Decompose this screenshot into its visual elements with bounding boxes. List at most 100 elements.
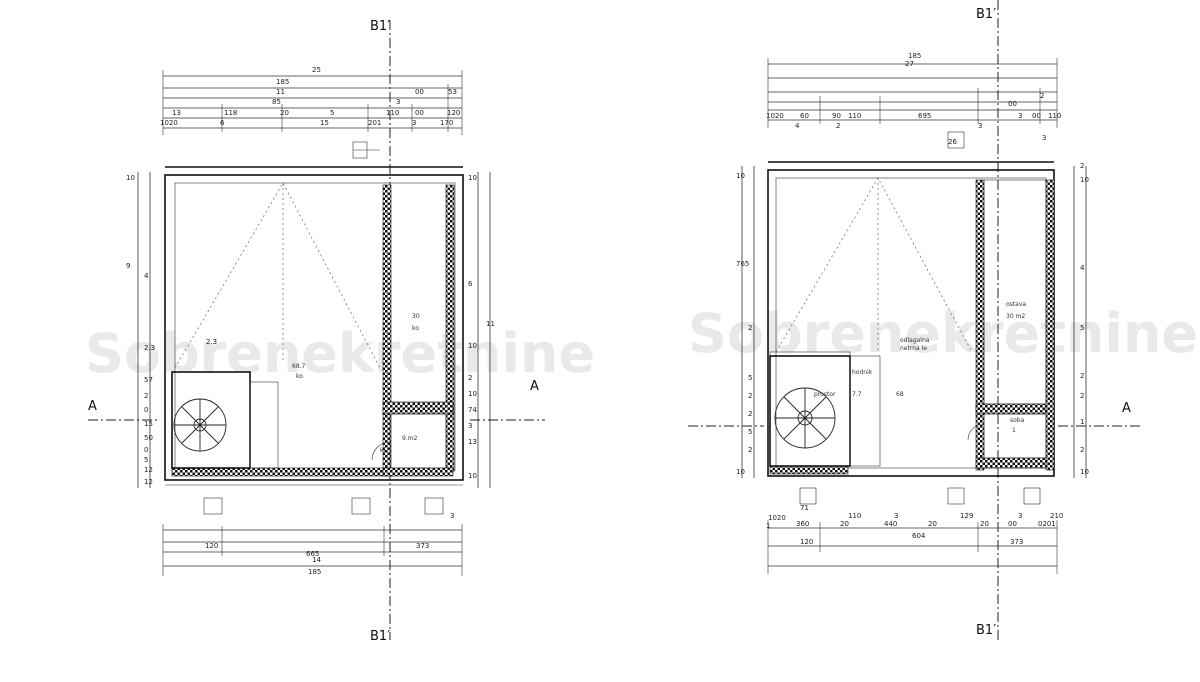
spiral-stair-left (173, 398, 227, 452)
left-dim-1: 10 (126, 174, 135, 182)
r-bottom-dim-1l: 0201 (1038, 520, 1056, 528)
r-room-area-4: 1 (1012, 427, 1016, 434)
r-bottom-dim-1b: 360 (796, 520, 809, 528)
room-name-bath: kl (380, 447, 385, 454)
room-name-main: ko (296, 373, 303, 380)
top-dim-6c: 15 (320, 119, 329, 127)
r-right-dim-9: 10 (1080, 468, 1089, 476)
r-right-dim-8: 2 (1080, 446, 1084, 454)
r-bottom-dim-2a: 120 (800, 538, 813, 546)
r-right-dim-3: 4 (1080, 264, 1085, 272)
section-top-label: B1′ (370, 19, 390, 34)
room-area-storage: 30 (412, 313, 420, 320)
r-bottom-dim-1f: 3 (894, 512, 898, 520)
left-dim-11: 5 (144, 456, 148, 464)
room-area-bath: 9.m2 (402, 435, 418, 442)
r-bottom-dim-1a: 1020 (768, 514, 786, 522)
r-right-dim-6: 2 (1080, 392, 1084, 400)
r-bottom-dim-1j: 3 (1018, 512, 1022, 520)
section-bottom-label: B1′ (370, 629, 390, 644)
r-left-dim-5: 2 (748, 392, 752, 400)
top-dim-1: 25 (312, 66, 321, 74)
r-left-dim-1: 10 (736, 172, 745, 180)
left-dim-10: 0 (144, 446, 148, 454)
section-a-right: A (530, 379, 539, 394)
r-top-dim-3b: 00 (1008, 100, 1017, 108)
r-left-dim-9: 10 (736, 468, 745, 476)
r-bottom-dim-1k: 00 (1008, 520, 1017, 528)
right-dim-2: 6 (468, 280, 473, 288)
top-dim-5b: 118 (224, 109, 237, 117)
r-bottom-dim-2b: 604 (912, 532, 926, 540)
r-bottom-dim-1c: 20 (840, 520, 849, 528)
r-right-dim-1: 2 (1080, 162, 1084, 170)
top-dim-5a: 13 (172, 109, 181, 117)
r-right-dim-7: 1 (1080, 418, 1084, 426)
top-dim-5d: 5 (330, 109, 334, 117)
r-right-dim-4: 5 (1080, 324, 1084, 332)
top-dim-6b: 6 (220, 119, 225, 127)
top-dim-2: 185 (276, 78, 289, 86)
r-bottom-dim-1h: 129 (960, 512, 973, 520)
r-bottom-dim-2c: 373 (1010, 538, 1023, 546)
top-dim-5c: 20 (280, 109, 289, 117)
r-top-dim-4e: 695 (918, 112, 931, 120)
watermark-right: Sobrenekretnine (688, 302, 1198, 365)
plan-right: B1′ B1′ 185 27 2 00 1020 60 90 110 695 3… (688, 0, 1140, 640)
r-marker-bottom: 71 (800, 504, 809, 512)
bottom-dim-1: 3 (450, 512, 454, 520)
room-label-main: 68.7 (292, 363, 306, 370)
r-top-dim-4g: 00 (1032, 112, 1041, 120)
left-dim-6: 2 (144, 392, 148, 400)
r-section-a: A (1122, 401, 1131, 416)
top-dim-6d: 201 (368, 119, 381, 127)
r-room-name-2: ostava (1006, 301, 1026, 308)
left-dim-8: 15 (144, 420, 153, 428)
left-dim-5: 57 (144, 376, 153, 384)
top-dim-5g: 120 (447, 109, 460, 117)
r-room-name-1: odlagalna (900, 337, 930, 344)
r-top-dim-4d: 110 (848, 112, 861, 120)
r-top-dim-4a: 1020 (766, 112, 784, 120)
left-dim-13: 12 (144, 478, 153, 486)
r-top-dim-5a: 4 (795, 122, 800, 130)
top-dim-3a: 11 (276, 88, 285, 96)
r-room-area-3: 68 (896, 391, 904, 398)
right-dim-8: 3 (468, 422, 472, 430)
bottom-dim-3: 185 (308, 568, 321, 576)
r-bottom-dim-1e: 440 (884, 520, 897, 528)
section-bottom-label-right: B1′ (976, 623, 996, 638)
r-bottom-dim-1g: 20 (928, 520, 937, 528)
r-top-dim-5d: 3 (1042, 134, 1046, 142)
left-dim-7: 0 (144, 406, 148, 414)
right-dim-3: 10 (468, 342, 477, 350)
r-room-name-5: prostor (814, 391, 836, 398)
r-left-dim-6: 2 (748, 410, 752, 418)
right-dim-10: 10 (468, 472, 477, 480)
r-room-area-2: 30 m2 (1006, 313, 1025, 320)
r-right-dim-2: 10 (1080, 176, 1089, 184)
top-dim-4b: 3 (396, 98, 400, 106)
r-top-dim-2: 27 (905, 60, 914, 68)
r-room-area-5: 7.7 (852, 391, 862, 398)
bottom-dim-2c: 373 (416, 542, 429, 550)
right-dim-4: 11 (486, 320, 495, 328)
r-top-dim-5c: 3 (978, 122, 982, 130)
r-left-dim-3: 2 (748, 324, 752, 332)
r-bottom-dim-1i: 20 (980, 520, 989, 528)
section-top-label-right: B1′ (976, 7, 996, 22)
r-left-dim-2: 765 (736, 260, 749, 268)
r-top-dim-4c: 90 (832, 112, 841, 120)
r-top-dim-3a: 2 (1040, 92, 1044, 100)
right-dim-1: 10 (468, 174, 477, 182)
left-dim-2: 9 (126, 262, 130, 270)
right-dim-6: 10 (468, 390, 477, 398)
bottom-dim-4: 14 (312, 556, 321, 564)
r-marker-top: 26 (948, 138, 957, 146)
r-left-dim-7: 5 (748, 428, 752, 436)
top-dim-4a: 85 (272, 98, 281, 106)
top-dim-3c: 53 (448, 88, 457, 96)
r-bottom-dim-1m: 210 (1050, 512, 1063, 520)
r-bottom-dim-1d: 110 (848, 512, 861, 520)
